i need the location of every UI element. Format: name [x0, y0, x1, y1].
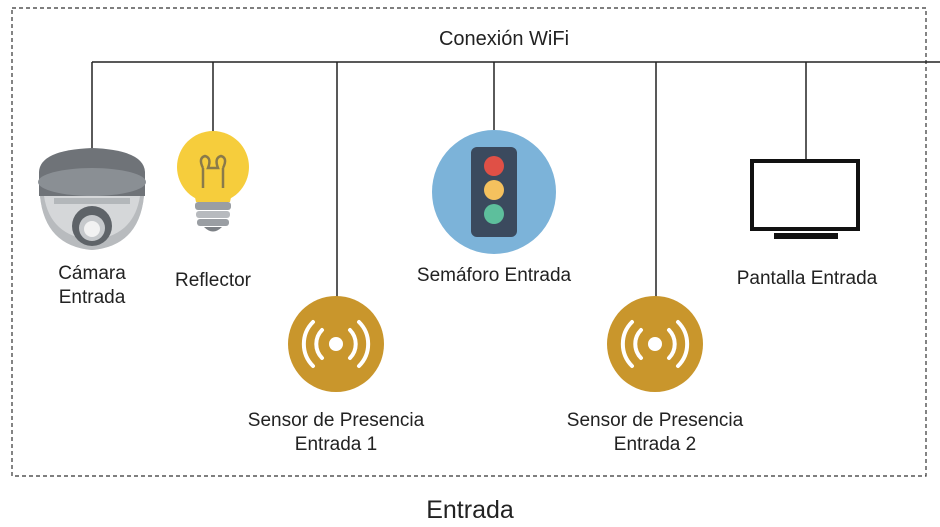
presence-sensor-icon-2 [607, 296, 703, 392]
zone-title: Entrada [426, 496, 514, 524]
traffic-light-icon [432, 130, 556, 254]
camera-label-line1: Cámara [58, 263, 126, 284]
sensor1-label-line2: Entrada 1 [294, 434, 378, 455]
zone-boundary [11, 7, 927, 477]
camera-icon [38, 148, 146, 250]
sensor2-label-line1: Sensor de Presencia [566, 410, 744, 431]
sensor1-label-line1: Sensor de Presencia [247, 410, 425, 431]
sensor2-label-line2: Entrada 2 [613, 434, 697, 455]
monitor-icon [750, 159, 860, 239]
screen-label: Pantalla Entrada [736, 268, 878, 289]
bus-label: Conexión WiFi [404, 27, 604, 51]
camera-label: Cámara Entrada [42, 262, 142, 310]
camera-label-line2: Entrada [58, 287, 126, 308]
sensor2-label: Sensor de Presencia Entrada 2 [540, 409, 770, 457]
reflector-label: Reflector [174, 270, 252, 291]
traffic-light-label: Semáforo Entrada [416, 265, 572, 286]
sensor1-label: Sensor de Presencia Entrada 1 [221, 409, 451, 457]
lightbulb-icon [177, 131, 249, 232]
presence-sensor-icon-1 [288, 296, 384, 392]
